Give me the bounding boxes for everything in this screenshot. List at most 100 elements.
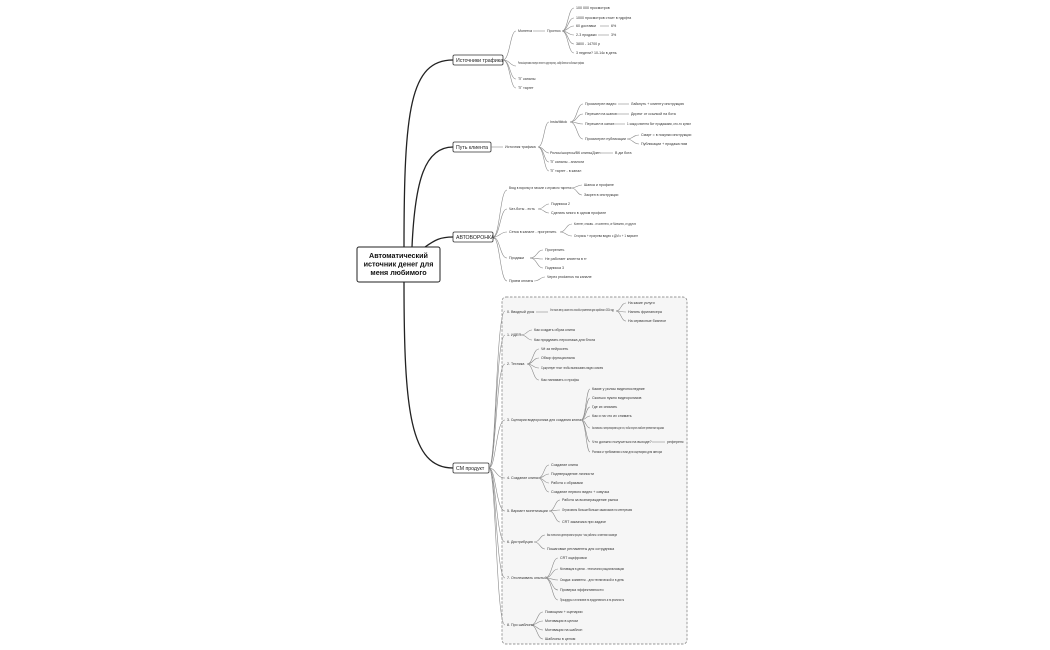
module4-sub: Работа с образами [551, 481, 583, 485]
module1-sub: Как придумать персонажа для блога [534, 338, 595, 342]
module3-sub: Где их снимать [592, 405, 617, 409]
branch-node-auto[interactable]: АВТОВОРОНКА [452, 231, 495, 243]
path-source: Источник трафика [505, 145, 536, 149]
branch-node-traffic[interactable]: Источники трафика [452, 54, 504, 66]
product-module: 3. Сценарии видеоролика для создания кли… [507, 418, 581, 422]
module4-sub: Подтверждение личности [551, 472, 594, 476]
traffic-forecast-item: 3800 - 14700 р [576, 42, 600, 46]
traffic-other-item: Рилсы/шортсами кликнуло почтит в одну во… [518, 61, 584, 65]
traffic-forecast-item: 1000 просмотров стоит в пдрфта [576, 16, 631, 20]
module8-sub: Шаблоны в целом [545, 637, 576, 641]
auto-bot-sub: Сделать много в одном профиле [551, 211, 606, 215]
module7-sub: CRT оцифровки [560, 556, 587, 560]
link [492, 236, 508, 282]
product-module-group [501, 296, 688, 645]
link [537, 146, 550, 172]
path-insta-result: Публикации + продажа ним [641, 142, 688, 146]
link [548, 510, 561, 523]
link [626, 134, 640, 140]
module5-sub: CRT заказчика при задаче [562, 520, 606, 524]
link [537, 121, 550, 148]
link [492, 189, 508, 238]
module0-sub: Нанять фрилансера [628, 310, 662, 314]
path-insta-result: Смарт = в покупки инструкции [641, 133, 691, 137]
link [533, 276, 546, 282]
link [520, 334, 533, 341]
traffic-forecast-item: 100 000 просмотров [576, 6, 610, 10]
root-node[interactable]: Автоматический источник денег для меня л… [356, 246, 441, 283]
link [569, 103, 584, 123]
product-module: 7. Отслеживать опыты? [507, 576, 547, 580]
path-insta: Insta/tiktok [550, 120, 567, 124]
auto-entry-sub: Шапка и профиле [584, 183, 614, 187]
branch-node-product[interactable]: СМ продукт [452, 462, 490, 474]
branch-label-product: СМ продукт [456, 466, 485, 472]
branch-link-path [411, 146, 454, 248]
traffic-forecast: Прогноз [547, 29, 561, 33]
module8-sub: Мотивация в целом [545, 619, 578, 623]
link [615, 310, 627, 322]
link [492, 231, 508, 238]
auto-item: Чат-боты - есть [509, 207, 535, 211]
path-insta-result: 1 кажд клиента бот продажами, кто-то куп… [627, 122, 691, 126]
auto-sales-sub: Подписка 3 [545, 266, 564, 270]
module6-sub: Как полностью делегировать процесс + как… [547, 533, 617, 537]
link [561, 7, 575, 32]
link [570, 184, 583, 189]
link [559, 223, 573, 233]
module8-sub: Помощник + сценарии [545, 610, 582, 614]
branch-label-auto: АВТОВОРОНКА [456, 235, 495, 241]
module3-sub: Как и на что их снимать [592, 414, 632, 418]
module7-sub: Сводка: комменты - для технической и в д… [560, 578, 624, 582]
path-insta-item: Просмотрел публикации [585, 137, 626, 141]
auto-grid-sub: Сторисы + прогрева видео с ДМ с + 1 вари… [574, 234, 638, 238]
link [537, 203, 550, 210]
path-insta-item: Просмотрел видео [585, 102, 616, 106]
module6-sub: Пошаговые регламенты для сотрудника [547, 547, 614, 551]
product-module: 0. Вводный урок [507, 310, 535, 314]
link [529, 249, 544, 259]
auto-sales-sub: Не работает клиента в тг [545, 257, 588, 261]
module2-sub: Чё за нейросеть [541, 347, 568, 351]
module1-sub: Как создать образ клипа [534, 328, 575, 332]
link [502, 59, 517, 89]
path-other-item: ТГ каналы - аналоги [550, 160, 584, 164]
traffic-pct-2: 3% [611, 33, 617, 37]
traffic-other-item: ТГ таргет [518, 86, 534, 90]
path-insta-result: Директ от ссылкой на бота [631, 112, 676, 116]
module7-sub: Процедуры и их влияние на продуктивность… [560, 598, 624, 602]
link [569, 121, 584, 125]
traffic-pct-1: 6% [611, 24, 617, 28]
module4-sub: Создание клипа [551, 463, 578, 467]
link [544, 568, 559, 579]
branch-link-traffic [403, 59, 454, 248]
link [580, 419, 591, 453]
module3-sub: Сколько нужно видеороликов [592, 396, 642, 400]
traffic-forecast-item: 60 доставки [576, 24, 596, 28]
auto-item: Вход в воронку в начале с игрового тарге… [509, 186, 571, 190]
link [492, 236, 508, 259]
module2-sub: Обзор функционала [541, 356, 575, 360]
module2-sub: Как нанимать и профы [541, 378, 579, 382]
product-module: 5. Вариант монетизации [507, 509, 548, 513]
product-module: 6. Дистрибуция [507, 540, 533, 544]
link [526, 363, 540, 381]
auto-item: Продажи [509, 256, 524, 260]
branch-node-path[interactable]: Путь клиента [452, 141, 492, 153]
link [569, 121, 584, 140]
link [533, 541, 546, 550]
product-module: 2. Техника [507, 362, 524, 366]
auto-sales-sub: Прогрелить [545, 248, 565, 252]
link [488, 467, 506, 543]
module5-sub: Отрисовать больше/больше заказчиков по и… [562, 508, 632, 512]
branch-label-path: Путь клиента [456, 145, 488, 151]
link [559, 231, 573, 237]
link [488, 363, 506, 469]
auto-bot-sub: Подписка 2 [551, 202, 570, 206]
module5-sub: Работа за вознаграждение рынка [562, 498, 618, 502]
link [544, 557, 559, 579]
link [530, 624, 544, 640]
link [488, 467, 506, 626]
traffic-forecast-item: 3 недели? 10-14к в день [576, 51, 617, 55]
